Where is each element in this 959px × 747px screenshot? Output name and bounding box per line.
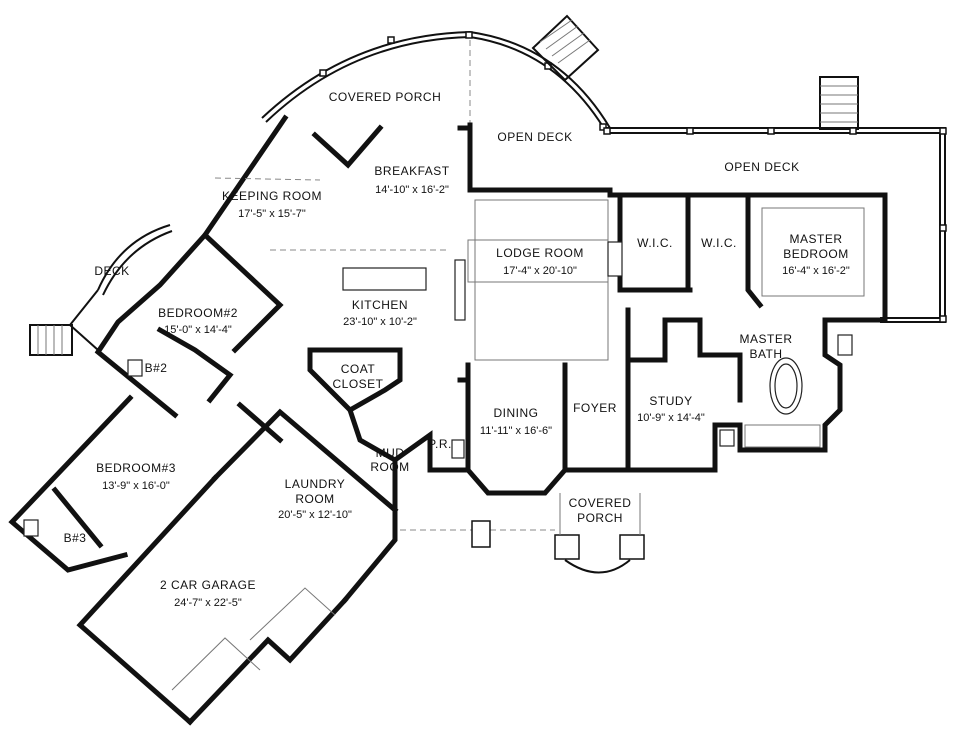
front-porch — [471, 493, 645, 574]
kitchen-label: KITCHEN — [352, 298, 408, 312]
breakfast-dim: 14'-10" x 16'-2" — [375, 184, 449, 196]
keeping-room-dim: 17'-5" x 15'-7" — [238, 208, 306, 220]
bedroom2-dim: 15'-0" x 14'-4" — [164, 324, 232, 336]
open-deck-left-label: OPEN DECK — [497, 130, 572, 144]
bath2-label: B#2 — [145, 361, 168, 375]
coat-closet-label-1: COAT — [341, 362, 376, 376]
wic1-label: W.I.C. — [637, 236, 673, 250]
garage-dim: 24'-7" x 22'-5" — [174, 597, 242, 609]
coat-closet-label-2: CLOSET — [332, 377, 383, 391]
master-bedroom-label-1: MASTER — [789, 232, 842, 246]
bedroom3-label: BEDROOM#3 — [96, 461, 176, 475]
dining-label: DINING — [494, 406, 539, 420]
dining-dim: 11'-11" x 16'-6" — [480, 425, 552, 437]
laundry-dim: 20'-5" x 12'-10" — [278, 509, 352, 521]
master-deck-stairs — [819, 76, 859, 130]
lodge-room-dim: 17'-4" x 20'-10" — [503, 265, 577, 277]
laundry-label-2: ROOM — [295, 492, 334, 506]
laundry-label-1: LAUNDRY — [285, 477, 346, 491]
covered-porch-front-label-2: PORCH — [577, 511, 623, 525]
master-bath-label-1: MASTER — [739, 332, 792, 346]
garage-doors — [171, 587, 336, 691]
bedroom3-dim: 13'-9" x 16'-0" — [102, 480, 170, 492]
covered-porch-rear-label: COVERED PORCH — [329, 90, 442, 104]
interior-details — [23, 177, 865, 537]
keeping-room-label: KEEPING ROOM — [222, 189, 322, 203]
study-label: STUDY — [649, 394, 692, 408]
powder-room-label: P.R. — [428, 437, 452, 451]
master-bedroom-label-2: BEDROOM — [783, 247, 849, 261]
exterior-walls — [8, 114, 888, 726]
mud-room-label-2: ROOM — [370, 460, 409, 474]
lodge-room-label: LODGE ROOM — [496, 246, 584, 260]
open-deck-outline — [603, 127, 947, 323]
bath3-label: B#3 — [64, 531, 87, 545]
deck-label: DECK — [94, 264, 129, 278]
rear-porch-outline — [261, 30, 611, 131]
kitchen-dim: 23'-10" x 10'-2" — [343, 316, 417, 328]
covered-porch-front-label-1: COVERED — [569, 496, 632, 510]
bedroom2-label: BEDROOM#2 — [158, 306, 238, 320]
foyer-label: FOYER — [573, 401, 617, 415]
master-bath-label-2: BATH — [749, 347, 782, 361]
study-dim: 10'-9" x 14'-4" — [637, 412, 705, 424]
mud-room-label-1: MUD — [376, 446, 405, 460]
master-bedroom-dim: 16'-4" x 16'-2" — [782, 265, 850, 277]
garage-label: 2 CAR GARAGE — [160, 578, 256, 592]
interior-walls — [51, 192, 764, 549]
left-deck — [29, 224, 173, 356]
rear-stairs — [531, 14, 600, 82]
breakfast-label: BREAKFAST — [374, 164, 449, 178]
wic2-label: W.I.C. — [701, 236, 737, 250]
room-labels: COVERED PORCH OPEN DECK OPEN DECK BREAKF… — [64, 90, 850, 609]
open-deck-right-label: OPEN DECK — [724, 160, 799, 174]
